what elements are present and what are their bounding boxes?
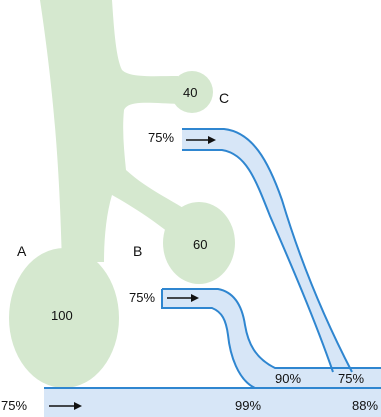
label-b: B	[133, 243, 142, 259]
node-value-60: 60	[193, 237, 207, 252]
pct-main-outlet: 88%	[352, 398, 378, 413]
node-value-100: 100	[51, 308, 73, 323]
label-a: A	[17, 243, 27, 259]
pct-c-outlet: 75%	[338, 371, 364, 386]
pct-main-inlet: 75%	[1, 398, 27, 413]
label-c: C	[219, 90, 229, 106]
pct-main-mid: 99%	[235, 398, 261, 413]
green-structure	[9, 0, 235, 388]
pct-b-inlet: 75%	[129, 290, 155, 305]
duct-main	[44, 388, 381, 417]
node-value-40: 40	[183, 85, 197, 100]
pct-b-outlet: 90%	[275, 371, 301, 386]
pct-c-inlet: 75%	[148, 130, 174, 145]
